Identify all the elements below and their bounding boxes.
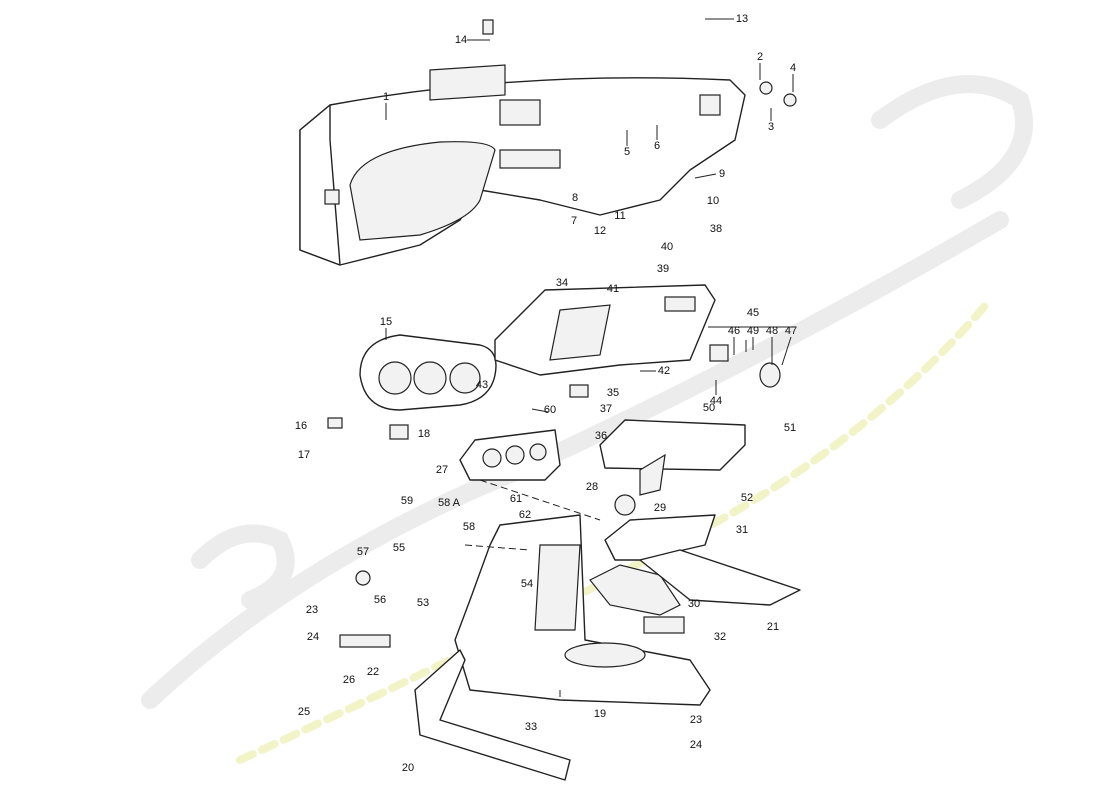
callout-50: 50: [703, 402, 715, 414]
callout-30: 30: [688, 598, 700, 610]
dashboard-part: [299, 64, 746, 266]
callout-11: 11: [614, 210, 625, 222]
callout-24-b: 24: [690, 739, 702, 751]
callout-13: 13: [736, 13, 748, 25]
callout-28: 28: [586, 481, 598, 493]
callout-15: 15: [380, 316, 392, 328]
callout-54: 54: [521, 578, 533, 590]
leader-lines: [385, 18, 795, 413]
callout-60: 60: [544, 404, 556, 416]
callout-62: 62: [519, 509, 531, 521]
callout-33: 33: [525, 721, 537, 733]
callout-27: 27: [436, 464, 448, 476]
callout-23-b: 23: [690, 714, 702, 726]
callout-14: 14: [455, 34, 467, 46]
callout-40: 40: [661, 241, 673, 253]
callout-51: 51: [784, 422, 796, 434]
callout-61: 61: [510, 493, 522, 505]
armrest-part: [604, 514, 716, 561]
callout-53: 53: [417, 597, 429, 609]
callout-46: 46: [728, 325, 740, 337]
callout-39: 39: [657, 263, 669, 275]
console-frame-part: [589, 564, 681, 616]
center-panel-part: [459, 429, 561, 481]
callout-58: 58: [463, 521, 475, 533]
callout-9: 9: [719, 168, 725, 180]
callout-37: 37: [600, 403, 612, 415]
callout-31: 31: [736, 524, 748, 536]
callout-labels: 1 13 14 2 4 3 5 6 9 8 10 7 11 12 38 40 3…: [295, 13, 797, 774]
callout-18: 18: [418, 428, 430, 440]
callout-1: 1: [383, 91, 389, 103]
callout-57: 57: [357, 546, 369, 558]
callout-34: 34: [556, 277, 568, 289]
callout-36: 36: [595, 430, 607, 442]
instrument-housing-part: [359, 334, 497, 411]
callout-32: 32: [714, 631, 726, 643]
callout-55: 55: [393, 542, 405, 554]
callout-17: 17: [298, 449, 310, 461]
callout-21: 21: [767, 621, 779, 633]
callout-16: 16: [295, 420, 307, 432]
console-cover-part: [639, 549, 801, 606]
small-parts: [327, 19, 797, 648]
callout-2: 2: [757, 51, 763, 63]
callout-5: 5: [624, 146, 630, 158]
callout-8: 8: [572, 192, 578, 204]
callout-43: 43: [476, 379, 488, 391]
callout-56: 56: [374, 594, 386, 606]
callout-10: 10: [707, 195, 719, 207]
callout-48: 48: [766, 325, 778, 337]
callout-24: 24: [307, 631, 319, 643]
callout-49: 49: [747, 325, 759, 337]
callout-45: 45: [747, 307, 759, 319]
callout-52: 52: [741, 492, 753, 504]
callout-59: 59: [401, 495, 413, 507]
callout-19: 19: [594, 708, 606, 720]
callout-58a: 58 A: [438, 497, 461, 509]
callout-7: 7: [571, 215, 577, 227]
callout-42: 42: [658, 365, 670, 377]
glovebox-frame-part: [494, 284, 716, 376]
callout-3: 3: [768, 121, 774, 133]
callout-25: 25: [298, 706, 310, 718]
side-trim-part: [414, 649, 571, 781]
callout-4: 4: [790, 62, 796, 74]
callout-44: 44: [710, 395, 722, 407]
callout-12: 12: [594, 225, 606, 237]
callout-26: 26: [343, 674, 355, 686]
callout-29: 29: [654, 502, 666, 514]
callout-23: 23: [306, 604, 318, 616]
assembly-line: [464, 479, 601, 700]
callout-47: 47: [785, 325, 797, 337]
callout-41: 41: [607, 283, 619, 295]
callout-35: 35: [607, 387, 619, 399]
storage-tray-part: [599, 419, 746, 496]
callout-22: 22: [367, 666, 379, 678]
callout-6: 6: [654, 140, 660, 152]
callout-20: 20: [402, 762, 414, 774]
center-console-part: [454, 514, 711, 706]
callout-38: 38: [710, 223, 722, 235]
